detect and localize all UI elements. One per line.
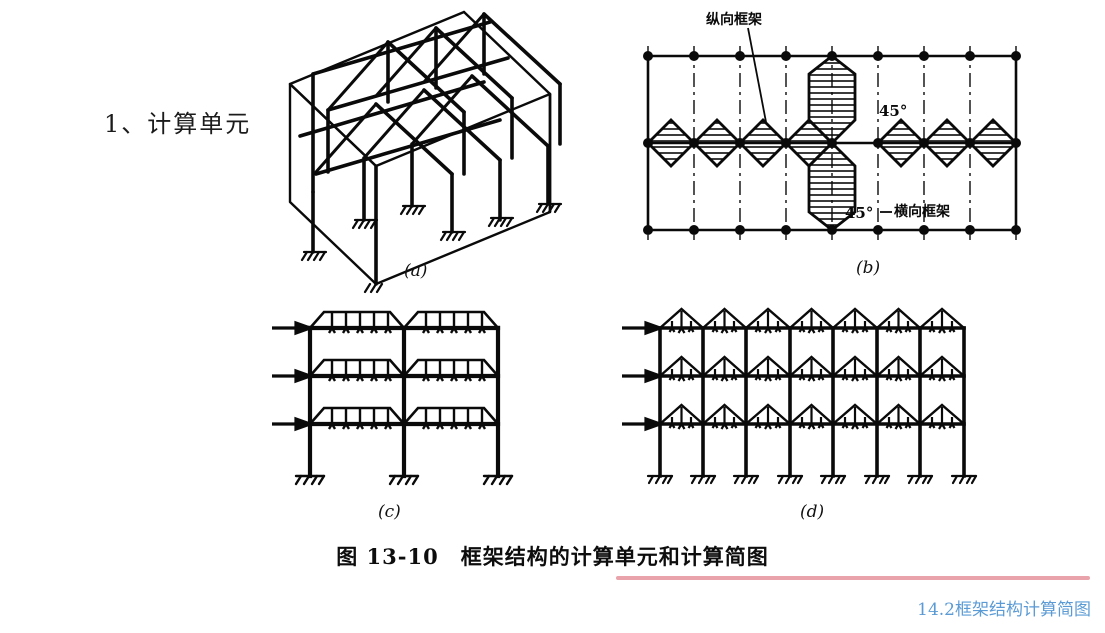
figure-c-label: (c) (378, 502, 401, 522)
caption-underline (616, 576, 1090, 580)
figure-a-isometric-frame (268, 6, 608, 296)
footer-section-label: 14.2框架结构计算简图 (917, 600, 1091, 620)
label-angle-top: 45° (879, 102, 907, 120)
label-longitudinal-frame: 纵向框架 (706, 11, 762, 28)
label-angle-bottom: 45° (845, 204, 873, 222)
page-heading: 1、计算单元 (104, 110, 252, 138)
figure-c-transverse-frame (268, 298, 578, 533)
label-transverse-frame: 横向框架 (894, 203, 950, 220)
figure-b-label: (b) (856, 258, 881, 278)
figure-d-longitudinal-frame (618, 298, 978, 533)
figure-caption: 图 13-10 框架结构的计算单元和计算简图 (336, 544, 769, 569)
figure-d-label: (d) (800, 502, 825, 522)
figure-b-plan-grid: 纵向框架 45° 45° 横向框架 (630, 11, 1030, 292)
figure-a-label: (a) (404, 261, 428, 281)
